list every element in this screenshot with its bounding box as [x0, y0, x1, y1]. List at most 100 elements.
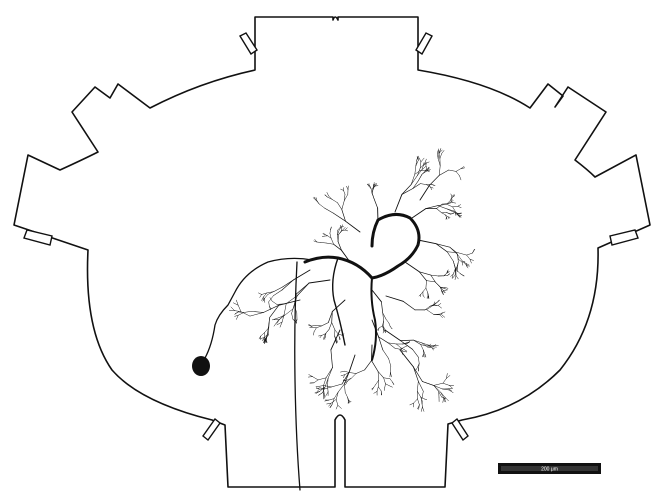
dendrite-segment: [274, 321, 278, 326]
dendrite-segment: [344, 227, 346, 229]
dendrite-segment: [338, 228, 340, 231]
dendrite-segment: [443, 378, 447, 383]
dendrite-segment: [250, 313, 264, 317]
dendrite-segment: [417, 168, 420, 176]
dendrite-segment: [316, 325, 322, 326]
dendrite-segment: [404, 351, 407, 352]
dendrite-segment: [434, 383, 443, 385]
dendrite-segment: [401, 340, 414, 341]
dendrite-segment: [328, 386, 329, 392]
dendrite-segment: [389, 323, 390, 327]
dendrite-segment: [427, 310, 434, 315]
dendrite-segment: [418, 381, 423, 391]
dendrite-segment: [317, 389, 319, 391]
dendrite-segment: [442, 150, 444, 153]
dendrite-segment: [326, 368, 332, 378]
dendrite-segment: [374, 385, 376, 388]
ganglion-outline: [14, 17, 650, 487]
dendrite-segment: [385, 330, 401, 341]
dendrite-segment: [404, 346, 407, 348]
dendrite-segment: [400, 350, 413, 367]
dendrite-segment: [437, 209, 442, 213]
dendrite-segment: [389, 386, 392, 387]
dendrite-segment: [235, 311, 242, 312]
dendrite-segment: [326, 392, 328, 396]
dendrite-segment: [356, 370, 365, 374]
dendrite-segment: [386, 319, 389, 323]
nerve-stub-left: [24, 230, 52, 245]
dendrite-segment: [438, 305, 442, 308]
dendrite-segment: [413, 184, 420, 189]
dendrite-segment: [311, 325, 315, 326]
dendrite-segment: [279, 300, 300, 305]
dendrite-segment: [421, 407, 422, 412]
dendrite-segment: [345, 230, 348, 231]
dendrite-segment: [458, 253, 466, 255]
dendrite-segment: [417, 381, 418, 391]
dendrite-segment: [419, 158, 421, 162]
dendrite-segment: [314, 380, 318, 383]
dendrite-segment: [426, 166, 427, 170]
dendrite-segment: [383, 330, 384, 333]
dendrite-segment: [262, 297, 264, 301]
dendrite-segment: [332, 323, 335, 330]
dendrite-segment: [440, 153, 442, 158]
dendrite-segment: [322, 323, 329, 326]
dendrite-segment: [378, 387, 381, 391]
nerve-stub-right-bottom: [452, 419, 468, 440]
dendrite-segment: [282, 280, 294, 290]
dendrite-segment: [451, 194, 452, 197]
dendrite-segment: [447, 204, 453, 207]
dendrite-segment: [426, 288, 428, 292]
dendrite-segment: [313, 377, 319, 380]
dendrite-segment: [439, 170, 449, 175]
dendrite-segment: [438, 204, 447, 205]
dendrite-segment: [412, 209, 426, 218]
dendrite-segment: [462, 261, 466, 265]
dendrite-segment: [421, 158, 424, 162]
dendrite-segment: [386, 384, 390, 386]
nerve-stub-right: [610, 230, 638, 245]
dendrite-segment: [384, 378, 386, 384]
dendrite-segment: [421, 292, 423, 295]
dendrite-segment: [390, 327, 392, 329]
dendrite-segment: [395, 194, 402, 212]
dendrite-segment: [426, 281, 427, 289]
dendrite-segment: [374, 199, 377, 208]
dendrite-segment: [330, 230, 331, 234]
dendrite-segment: [445, 397, 449, 401]
dendrite-segment: [325, 208, 334, 213]
dendrite-segment: [341, 189, 344, 190]
dendrite-segment: [422, 382, 433, 386]
dendrite-segment: [458, 205, 461, 207]
dendrite-segment: [344, 371, 349, 372]
dendrite-segment: [455, 276, 456, 280]
dendrite-segment: [460, 176, 462, 180]
dendrite-segment: [326, 243, 334, 244]
dendrite-segment: [418, 174, 422, 181]
dendrite-segment: [244, 311, 252, 312]
dendrite-segment: [342, 201, 345, 210]
dendrite-segment: [418, 399, 420, 405]
dendrite-segment: [386, 296, 403, 301]
dendrite-segment: [351, 374, 356, 379]
dendrite-segment: [410, 403, 414, 405]
dendrite-segment: [372, 193, 374, 199]
dendrite-segment: [420, 185, 430, 200]
dendrite-segment: [378, 372, 379, 381]
dendrite-segment: [336, 405, 338, 409]
dendrite-segment: [427, 281, 436, 282]
dendrite-segment: [372, 345, 373, 361]
dendrite-segment: [329, 399, 334, 401]
dendrite-segment: [331, 238, 334, 244]
dendrite-segment: [438, 303, 441, 305]
dendrite-segment: [389, 359, 391, 367]
dendrite-segment: [449, 170, 456, 171]
dendrite-segment: [422, 354, 423, 357]
dendrite-segment: [314, 328, 316, 332]
dendritic-arbor: [229, 148, 474, 411]
dendrite-segment: [431, 275, 438, 276]
dendrite-segment: [378, 372, 384, 378]
dendrite-segment: [379, 326, 382, 328]
nerve-stub-left-bottom: [203, 419, 220, 440]
